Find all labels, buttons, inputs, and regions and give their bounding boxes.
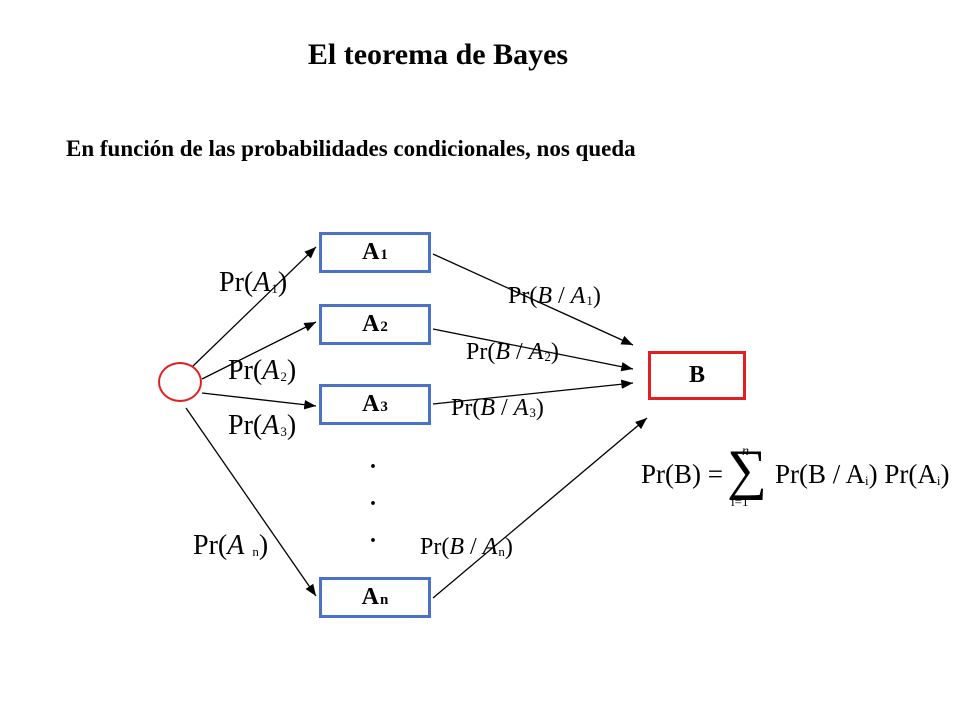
node-a2-sub: 2 [380,319,388,335]
label-var: B [495,339,511,365]
arrow-a1-b [432,253,634,346]
label-text: Pr( [466,339,496,365]
label-var: A [570,283,586,309]
prior-label-a2: Pr(A2) [228,355,296,387]
label-text: Pr( [451,395,481,421]
formula-text: ) [940,459,950,489]
formula-sub: i [936,473,941,488]
cond-label-an: Pr(B / An) [420,534,513,561]
label-text: ) [286,355,297,386]
label-text: ) [504,534,513,560]
label-text: Pr( [228,355,263,386]
arrow-a2-b [432,328,634,372]
arrow-origin-a2 [201,321,317,380]
sigma-lower-limit: i=1 [731,494,749,509]
node-a1-letter: A [362,239,380,265]
sigma-upper-limit: n [742,444,749,459]
label-var: A [482,534,498,560]
cond-label-a1: Pr(B / A1) [508,283,601,310]
label-text: ) [550,339,559,365]
node-a3-sub: 3 [380,399,388,415]
arrow-origin-a3 [201,392,317,410]
label-text: Pr( [219,267,254,298]
label-sub: 3 [529,405,536,420]
label-text: Pr( [420,534,450,560]
label-sub: 2 [280,369,287,384]
prior-label-a3: Pr(A3) [228,410,296,442]
label-text: Pr( [508,283,538,309]
node-an-letter: A [361,584,379,610]
arrow-origin-a1 [191,246,317,368]
label-text: ) [535,395,544,421]
ellipsis-dot: . [370,485,376,511]
node-a3-letter: A [362,391,380,417]
cond-label-a2: Pr(B / A2) [466,339,559,366]
label-var: A [513,395,529,421]
sigma-symbol: ∑ [727,439,767,501]
origin-node [158,362,202,402]
label-var: B [480,395,496,421]
label-var: A [262,410,280,441]
prior-label-an: Pr(A n) [193,530,268,562]
label-text: ) [258,530,269,561]
label-var: B [537,283,553,309]
arrow-origin-an [185,407,317,597]
label-sub: 3 [280,424,287,439]
label-text: / [510,339,529,365]
label-text: ) [286,410,297,441]
label-text: / [552,283,571,309]
label-text: Pr( [228,410,263,441]
label-sub: 1 [586,293,593,308]
node-an-sub: n [380,592,389,608]
label-sub: 2 [544,349,551,364]
formula-terms: Pr(B / Ai) Pr(Ai) [775,459,950,490]
node-a2-letter: A [362,311,380,337]
label-sub: n [498,544,505,559]
label-var: A [227,530,245,561]
page-title: El teorema de Bayes [307,38,569,71]
label-text: / [464,534,483,560]
label-var: B [449,534,465,560]
formula-text: Pr(B / A [775,459,866,489]
label-text: / [495,395,514,421]
node-a1-sub: 1 [380,247,388,263]
formula-text: ) Pr(A [868,459,937,489]
formula-sub: i [865,473,869,488]
label-text: ) [277,267,288,298]
ellipsis-dot: . [370,448,376,474]
arrow-an-b [432,417,648,599]
label-text: Pr( [193,530,228,561]
label-var: A [253,267,271,298]
ellipsis-dot: . [370,522,376,548]
page-subtitle: En función de las probabilidades condici… [66,136,636,161]
prior-label-a1: Pr(A1) [219,267,287,299]
arrow-a3-b [432,379,634,405]
node-b-label: B [688,362,705,388]
formula-lhs: Pr(B) = [641,459,723,489]
cond-label-a3: Pr(B / A3) [451,395,544,422]
label-sub: n [252,544,259,559]
node-b: B [648,351,746,400]
label-var: A [528,339,544,365]
label-sub: 1 [271,281,278,296]
label-var: A [262,355,280,386]
label-text: ) [592,283,601,309]
